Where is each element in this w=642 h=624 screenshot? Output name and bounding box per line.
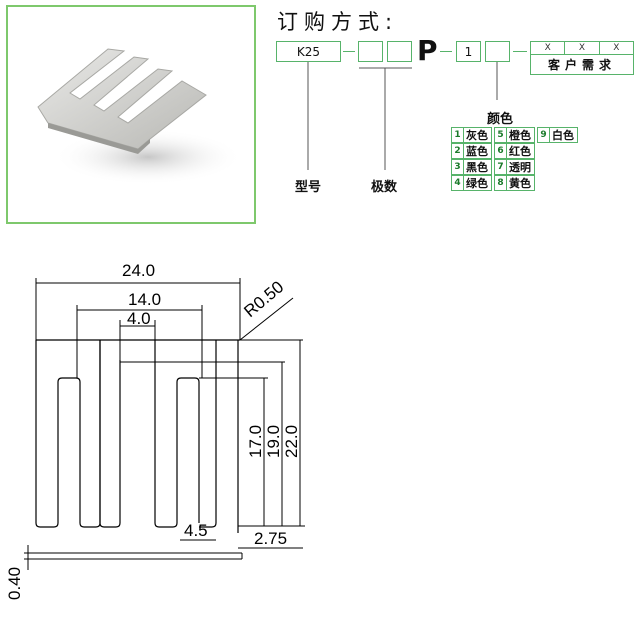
color-cell: 8 黄色 — [494, 175, 535, 191]
color-code: 1 — [464, 44, 473, 59]
color-num: 5 — [495, 128, 507, 142]
color-cell: 1 灰色 — [451, 127, 492, 143]
color-name: 黑色 — [466, 161, 488, 174]
color-cell: 2 蓝色 — [451, 143, 492, 159]
dim-inner-width: 14.0 — [128, 290, 161, 309]
color-name: 橙色 — [509, 129, 531, 142]
dim-overall-width: 24.0 — [122, 261, 155, 280]
order-leader-lines — [307, 62, 498, 170]
dim-height-17: 17.0 — [246, 425, 265, 458]
color-name: 白色 — [552, 129, 574, 142]
pole-box-1 — [358, 41, 383, 62]
color-cell: 3 黑色 — [451, 159, 492, 175]
color-name: 灰色 — [466, 129, 488, 142]
color-num: 2 — [452, 144, 464, 158]
dimension-lines — [24, 278, 305, 570]
separator — [343, 51, 355, 52]
color-code-box-2 — [485, 41, 510, 62]
color-num: 1 — [452, 128, 464, 142]
color-heading: 颜色 — [487, 112, 514, 127]
product-photo — [37, 48, 243, 185]
custom-x-1: X — [531, 42, 566, 54]
custom-box: X X X 客户需求 — [530, 41, 634, 75]
color-name: 蓝色 — [466, 145, 488, 158]
color-num: 3 — [452, 160, 464, 174]
dim-slot-width: 4.0 — [127, 309, 151, 328]
color-cell: 7 透明 — [494, 159, 535, 175]
dim-tooth-width: 4.5 — [184, 521, 208, 540]
pole-box-2 — [387, 41, 412, 62]
color-cell: 9 白色 — [537, 127, 578, 143]
part-outline — [35, 339, 240, 533]
dim-height-19: 19.0 — [264, 425, 283, 458]
color-cell: 5 橙色 — [494, 127, 535, 143]
technical-drawing: 24.0 14.0 4.0 R0.50 22.0 19.0 17.0 4.5 2… — [5, 261, 305, 600]
color-name: 绿色 — [466, 177, 488, 190]
model-code-box: K25 — [276, 41, 341, 62]
separator — [440, 51, 452, 52]
custom-label: 客户需求 — [547, 58, 616, 72]
color-name: 红色 — [509, 145, 531, 158]
color-code-box: 1 — [456, 41, 481, 62]
product-photo-frame — [6, 5, 256, 224]
color-num: 7 — [495, 160, 507, 174]
model-code: K25 — [296, 44, 321, 59]
color-cell: 6 红色 — [494, 143, 535, 159]
dim-radius: R0.50 — [240, 277, 287, 321]
order-title: 订购方式: — [277, 10, 399, 34]
separator — [513, 51, 527, 52]
dim-edge-width: 2.75 — [254, 529, 287, 548]
dimension-labels: 24.0 14.0 4.0 R0.50 22.0 19.0 17.0 4.5 2… — [5, 261, 301, 600]
dim-thickness: 0.40 — [5, 567, 24, 600]
label-poles: 极数 — [371, 180, 398, 195]
dim-height-22: 22.0 — [282, 425, 301, 458]
custom-x-2: X — [565, 42, 600, 54]
color-name: 透明 — [509, 161, 531, 174]
letter-p: P — [417, 34, 438, 67]
color-num: 6 — [495, 144, 507, 158]
color-num: 8 — [495, 176, 507, 190]
color-num: 9 — [538, 128, 550, 142]
color-name: 黄色 — [509, 177, 531, 190]
color-num: 4 — [452, 176, 464, 190]
label-model: 型号 — [295, 180, 322, 195]
color-cell: 4 绿色 — [451, 175, 492, 191]
custom-x-3: X — [613, 43, 620, 53]
